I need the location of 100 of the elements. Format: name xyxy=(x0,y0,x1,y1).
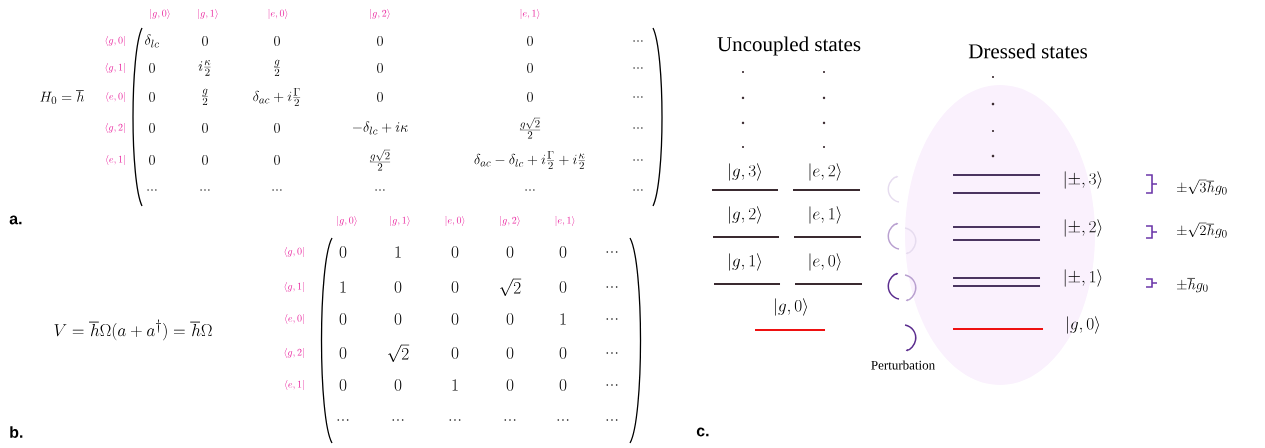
heading: Uncoupled states xyxy=(717,36,861,56)
state-label: $|g,1\rangle$ xyxy=(729,253,761,271)
matrix-entry: $0$ xyxy=(506,246,514,258)
matrix-entry: $\sqrt{2}$ xyxy=(388,344,410,362)
matrix-entry: $...$ xyxy=(449,419,461,421)
matrix-entry: $...$ xyxy=(606,286,618,288)
matrix-entry: $0$ xyxy=(202,123,208,133)
matrix-entry: $\delta_{lc}$ xyxy=(145,34,159,48)
row-label: $\langle e,0|$ xyxy=(106,92,125,102)
matrix-entry: $1$ xyxy=(395,246,401,258)
matrix-entry: $0$ xyxy=(506,347,514,359)
row-label: $\langle g,1|$ xyxy=(284,282,304,292)
matrix-entry: $i\frac{\kappa}{2}$ xyxy=(198,60,211,76)
matrix-entry: $...$ xyxy=(392,419,404,421)
column-label: $|g,0\rangle$ xyxy=(150,9,170,19)
matrix-entry: $1$ xyxy=(452,379,458,391)
matrix-entry: $...$ xyxy=(147,189,157,191)
matrix-entry: $...$ xyxy=(606,318,618,320)
matrix-entry: $...$ xyxy=(606,419,618,421)
matrix-entry: $...$ xyxy=(375,189,385,191)
state-label: $|\pm,3\rangle$ xyxy=(1064,171,1102,189)
matrix-entry: $0$ xyxy=(451,281,459,293)
state-label: $|g,3\rangle$ xyxy=(729,163,761,181)
state-label: $|e,1\rangle$ xyxy=(809,206,841,224)
matrix-entry: $0$ xyxy=(506,313,514,325)
state-label: $|g,0\rangle$ xyxy=(1067,316,1099,334)
row-label: $\langle g,1|$ xyxy=(105,63,125,73)
matrix-entry: $0$ xyxy=(274,36,280,46)
state-label: $|\pm,1\rangle$ xyxy=(1064,269,1102,287)
matrix-entry: $0$ xyxy=(377,92,383,102)
matrix-entry: $0$ xyxy=(394,379,402,391)
matrix-entry: $0$ xyxy=(202,155,208,165)
matrix-entry: $1$ xyxy=(560,313,566,325)
equation: $H_0=\hbar$ xyxy=(40,90,85,104)
matrix-entry: $0$ xyxy=(559,347,567,359)
matrix-entry: $\delta_{ac}+i\frac{\Gamma}{2}$ xyxy=(253,88,301,107)
column-label: $|e,1\rangle$ xyxy=(555,216,575,226)
state-label: $|e,0\rangle$ xyxy=(809,253,841,271)
matrix-entry: $...$ xyxy=(633,159,643,161)
matrix-entry: $0$ xyxy=(559,379,567,391)
matrix-entry: $0$ xyxy=(339,347,347,359)
matrix-entry: $\frac{g}{2}$ xyxy=(274,59,280,76)
panel-letter: c. xyxy=(696,427,709,437)
column-label: $|g,0\rangle$ xyxy=(337,216,357,226)
column-label: $|g,1\rangle$ xyxy=(198,9,218,19)
matrix-entry: $1$ xyxy=(340,281,346,293)
matrix-entry: $0$ xyxy=(274,123,280,133)
matrix-entry: $0$ xyxy=(527,63,533,73)
matrix-entry: $0$ xyxy=(377,36,383,46)
matrix-entry: $0$ xyxy=(149,63,155,73)
state-label: $|g,2\rangle$ xyxy=(729,206,761,224)
matrix-entry: $0$ xyxy=(527,92,533,102)
matrix-entry: $...$ xyxy=(633,40,643,42)
matrix-entry: $0$ xyxy=(339,313,347,325)
matrix-entry: $0$ xyxy=(394,281,402,293)
matrix-entry: $0$ xyxy=(274,155,280,165)
matrix-entry: $...$ xyxy=(606,384,618,386)
row-label: $\langle e,0|$ xyxy=(285,314,304,324)
matrix-entry: $0$ xyxy=(506,379,514,391)
matrix-entry: $...$ xyxy=(272,189,282,191)
matrix-entry: $\frac{g\sqrt{2}}{2}$ xyxy=(519,117,541,139)
panel-letter: a. xyxy=(9,215,22,225)
row-label: $\langle e,1|$ xyxy=(106,155,125,165)
row-label: $\langle g,2|$ xyxy=(284,348,304,358)
caption: Perturbation xyxy=(871,360,935,370)
matrix-entry: $...$ xyxy=(200,189,210,191)
matrix-entry: $...$ xyxy=(633,96,643,98)
matrix-entry: $0$ xyxy=(394,313,402,325)
state-label: $|g,0\rangle$ xyxy=(775,298,807,316)
matrix-entry: $0$ xyxy=(527,36,533,46)
matrix-entry: $\delta_{ac}-\delta_{lc}+i\frac{\Gamma}{2}+i\frac{\kappa}{2}$ xyxy=(474,151,585,170)
matrix-entry: $...$ xyxy=(557,419,569,421)
matrix-entry: $0$ xyxy=(451,347,459,359)
row-label: $\langle g,0|$ xyxy=(105,36,125,46)
column-label: $|e,1\rangle$ xyxy=(520,9,540,19)
matrix-entry: $0$ xyxy=(149,155,155,165)
matrix-entry: $0$ xyxy=(451,313,459,325)
matrix-entry: $\sqrt{2}$ xyxy=(500,278,522,296)
splitting-label: $\pm\hbar g_0$ xyxy=(1177,277,1208,293)
matrix-entry: $...$ xyxy=(633,67,643,69)
matrix-entry: $0$ xyxy=(339,246,347,258)
row-label: $\langle e,1|$ xyxy=(285,380,304,390)
matrix-entry: $0$ xyxy=(149,123,155,133)
matrix-entry: $0$ xyxy=(559,281,567,293)
column-label: $|e,0\rangle$ xyxy=(268,9,288,19)
matrix-entry: $0$ xyxy=(559,246,567,258)
matrix-entry: $\frac{g\sqrt{2}}{2}$ xyxy=(369,149,391,171)
matrix-entry: $...$ xyxy=(633,189,643,191)
heading: Dressed states xyxy=(968,43,1088,59)
state-label: $|e,2\rangle$ xyxy=(809,163,841,181)
matrix-entry: $0$ xyxy=(202,36,208,46)
state-label: $|\pm,2\rangle$ xyxy=(1064,219,1102,237)
column-label: $|g,2\rangle$ xyxy=(500,216,520,226)
matrix-entry: $-\delta_{lc}+i\kappa$ xyxy=(352,121,408,135)
matrix-entry: $\frac{g}{2}$ xyxy=(202,88,208,105)
matrix-entry: $0$ xyxy=(149,92,155,102)
panel-letter: b. xyxy=(10,426,23,438)
matrix-entry: $0$ xyxy=(339,379,347,391)
equation: $V=\hbar\Omega(a+a^{\dagger})=\hbar\Omega$ xyxy=(54,319,212,341)
splitting-label: $\pm\sqrt{3}\hbar g_0$ xyxy=(1177,179,1227,195)
